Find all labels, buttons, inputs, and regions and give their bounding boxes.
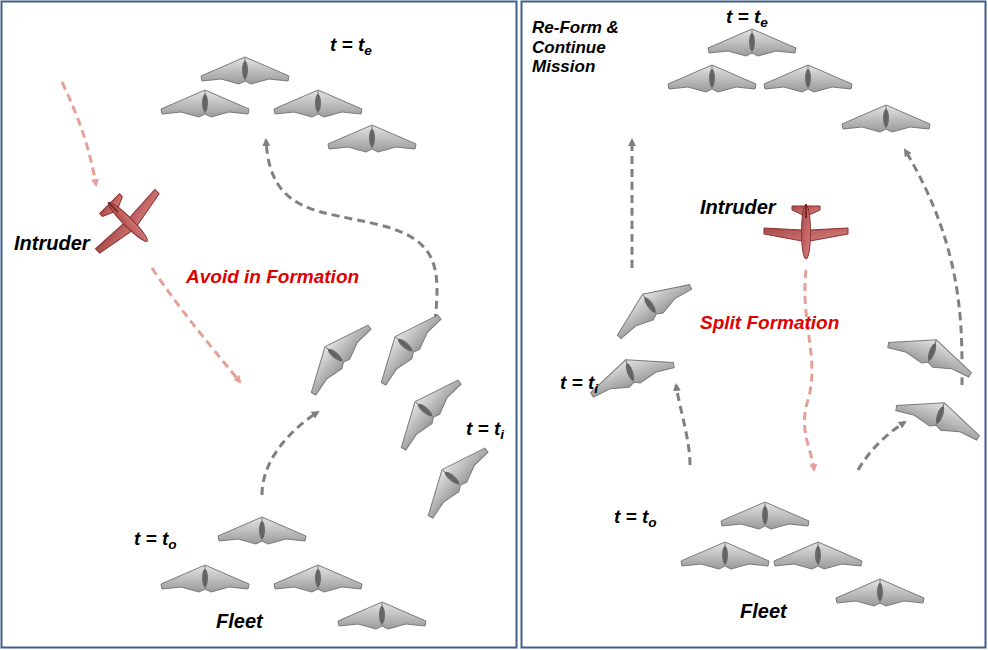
time-label: t = te [726, 6, 768, 28]
time-label: t = ti [466, 418, 504, 440]
fleet-label: Fleet [216, 610, 263, 633]
maneuver-label: Avoid in Formation [186, 266, 359, 288]
time-label: t = to [134, 528, 177, 550]
intruder-label: Intruder [14, 232, 90, 255]
time-label: t = ti [560, 372, 598, 394]
time-label: t = te [330, 34, 372, 56]
fleet-label: Fleet [740, 600, 787, 623]
time-label: t = to [614, 506, 657, 528]
intruder-label: Intruder [700, 196, 776, 219]
mission-note: Re-Form & Continue Mission [532, 18, 627, 77]
maneuver-label: Split Formation [700, 312, 839, 334]
